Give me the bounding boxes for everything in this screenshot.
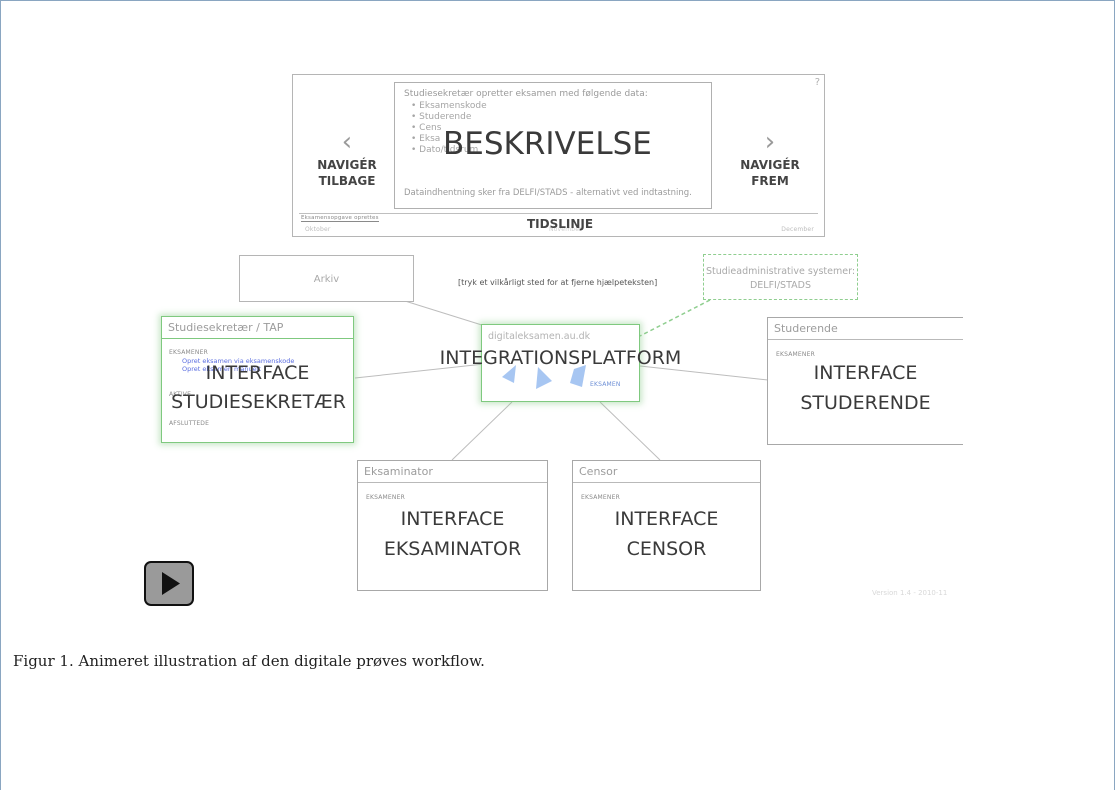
platform-url: digitaleksamen.au.dk — [488, 331, 591, 342]
archive-connector — [404, 300, 486, 327]
chevron-right-icon: › — [764, 127, 776, 157]
timeline-month-right: December — [781, 226, 814, 233]
description-list: • Eksamenskode • Studerende • Cens • Eks… — [411, 101, 487, 156]
censor-header: Censor — [573, 461, 760, 483]
examiner-title-1: INTERFACE — [400, 508, 505, 530]
timeline-month-mid: November — [549, 226, 582, 233]
description-item: • Eksamenskode — [411, 101, 487, 111]
connector-lines — [354, 299, 769, 461]
nav-back-label-2: TILBAGE — [318, 174, 376, 189]
examiner-interface-box[interactable]: Eksaminator EKSAMENER INTERFACE EKSAMINA… — [357, 460, 548, 591]
timeline: Eksamensopgave oprettes Oktober November… — [299, 213, 818, 234]
censor-title-2: CENSOR — [626, 538, 707, 560]
secretary-link-create-manual[interactable]: Opret eksamen manuelt — [182, 365, 261, 373]
archive-box[interactable]: Arkiv — [239, 255, 414, 302]
censor-section-exams: EKSAMENER — [581, 494, 620, 501]
archive-label: Arkiv — [313, 274, 340, 285]
description-item: • Studerende — [411, 112, 472, 122]
description-item: • Cens — [411, 123, 442, 133]
secretary-connector — [354, 363, 485, 379]
student-title-1: INTERFACE — [813, 362, 918, 384]
student-header: Studerende — [768, 318, 963, 340]
external-systems-box[interactable]: Studieadministrative systemer: DELFI/STA… — [703, 254, 858, 300]
platform-logo-text: EKSAMEN — [590, 381, 621, 388]
censor-interface-box[interactable]: Censor EKSAMENER INTERFACE CENSOR — [572, 460, 761, 591]
nav-forward-button[interactable]: › NAVIGÉR FREM — [730, 127, 810, 189]
student-section-exams: EKSAMENER — [776, 351, 815, 358]
student-title-2: STUDERENDE — [800, 392, 931, 414]
timeline-month-left: Oktober — [305, 226, 331, 233]
nav-forward-label-1: NAVIGÉR — [740, 158, 800, 172]
description-item: • Dato/tidsrum — [411, 145, 479, 155]
secretary-link-create-code[interactable]: Opret eksamen via eksamenskode — [182, 357, 295, 365]
secretary-interface-box[interactable]: Studiesekretær / TAP EKSAMENER Opret eks… — [161, 316, 354, 443]
integration-platform-box[interactable]: digitaleksamen.au.dk EKSAMEN — [481, 324, 640, 402]
play-button[interactable] — [144, 561, 194, 606]
description-footer: Dataindhentning sker fra DELFI/STADS - a… — [404, 188, 692, 198]
platform-logo-icon — [502, 365, 586, 389]
secretary-section-active: AKTIVE — [169, 391, 192, 398]
examiner-title-2: EKSAMINATOR — [383, 538, 522, 560]
play-icon — [162, 572, 180, 595]
examiner-header: Eksaminator — [358, 461, 547, 483]
secretary-section-exams: EKSAMENER — [169, 349, 208, 356]
student-connector — [639, 365, 769, 381]
external-connector — [639, 299, 711, 337]
external-line-1: Studieadministrative systemer: — [705, 266, 856, 277]
censor-connector — [599, 401, 661, 461]
top-panel: ? ‹ NAVIGÉR TILBAGE › NAVIGÉR FREM Studi… — [292, 74, 825, 237]
student-interface-box[interactable]: Studerende EKSAMENER INTERFACE STUDEREND… — [767, 317, 963, 445]
timeline-event: Eksamensopgave oprettes — [301, 215, 379, 222]
nav-back-label-1: NAVIGÉR — [317, 158, 377, 172]
secretary-title-2: STUDIESEKRETÆR — [171, 391, 346, 413]
nav-back-button[interactable]: ‹ NAVIGÉR TILBAGE — [307, 127, 387, 189]
platform-title: INTEGRATIONSPLATFORM — [439, 347, 682, 369]
figure-caption: Figur 1. Animeret illustration af den di… — [13, 652, 485, 670]
examiner-connector — [451, 401, 513, 461]
secretary-header: Studiesekretær / TAP — [162, 317, 353, 339]
help-mark[interactable]: ? — [814, 77, 820, 88]
timeline-title: TIDSLINJE — [527, 217, 594, 231]
description-item: • Eksa — [411, 134, 441, 144]
description-box: Studiesekretær opretter eksamen med følg… — [394, 82, 712, 209]
secretary-section-finished: AFSLUTTEDE — [169, 420, 210, 427]
examiner-section-exams: EKSAMENER — [366, 494, 405, 501]
hint-text: [tryk et vilkårligt sted for at fjerne h… — [458, 278, 658, 287]
nav-forward-label-2: FREM — [751, 174, 789, 189]
description-title: BESKRIVELSE — [443, 126, 652, 162]
description-intro: Studiesekretær opretter eksamen med følg… — [404, 89, 648, 99]
secretary-title-1: INTERFACE — [205, 362, 310, 384]
external-line-2: DELFI/STADS — [749, 280, 812, 291]
chevron-left-icon: ‹ — [341, 127, 353, 157]
censor-title-1: INTERFACE — [614, 508, 719, 530]
version-label: Version 1.4 - 2010-11 — [872, 589, 948, 597]
